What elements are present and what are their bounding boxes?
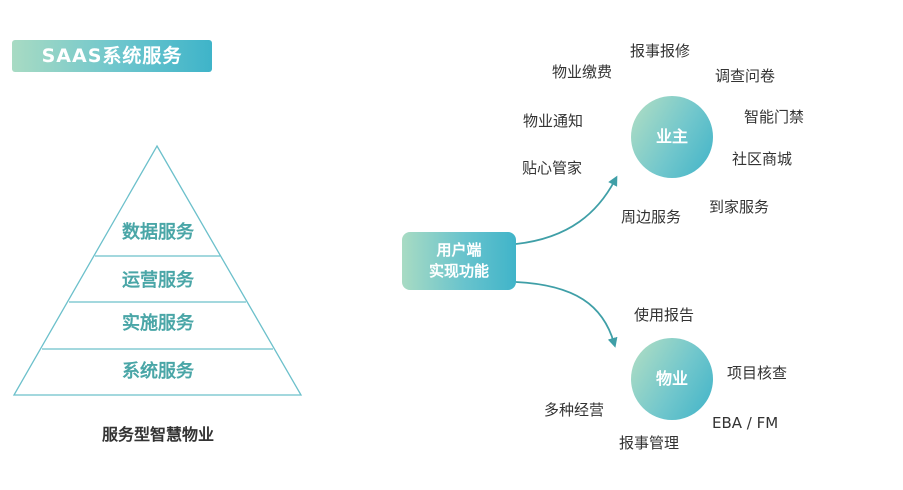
owner-feature: 物业通知 xyxy=(523,112,584,130)
property-feature: 报事管理 xyxy=(619,434,680,452)
pyramid-caption: 服务型智慧物业 xyxy=(101,425,215,444)
property-circle: 物业 xyxy=(631,338,713,420)
property-feature: EBA / FM xyxy=(712,414,779,432)
owner-feature: 报事报修 xyxy=(630,42,691,60)
pyramid-outline xyxy=(12,144,303,396)
owner-feature: 物业缴费 xyxy=(552,63,613,81)
property-feature: 多种经营 xyxy=(544,401,605,419)
owner-feature: 社区商城 xyxy=(732,150,793,168)
property-feature: 项目核查 xyxy=(727,364,788,382)
owner-feature: 调查问卷 xyxy=(715,67,776,85)
owner-circle: 业主 xyxy=(631,96,713,178)
pyramid-layer-implementation: 实施服务 xyxy=(122,313,194,334)
user-end-line1: 用户端 xyxy=(436,241,482,259)
pyramid-layer-data: 数据服务 xyxy=(122,222,194,243)
owner-feature: 贴心管家 xyxy=(522,159,583,177)
arrow-to-owner xyxy=(515,175,618,245)
owner-feature: 周边服务 xyxy=(621,208,682,226)
pyramid-layer-system: 系统服务 xyxy=(122,361,194,382)
arrow-to-property xyxy=(515,281,618,348)
user-end-box: 用户端 实现功能 xyxy=(402,232,516,290)
owner-feature: 到家服务 xyxy=(709,198,770,216)
pyramid-layer-operation: 运营服务 xyxy=(122,270,194,291)
property-feature: 使用报告 xyxy=(634,306,695,324)
saas-badge: SAAS系统服务 xyxy=(12,40,212,72)
user-end-line2: 实现功能 xyxy=(428,262,489,280)
owner-feature: 智能门禁 xyxy=(744,108,805,126)
